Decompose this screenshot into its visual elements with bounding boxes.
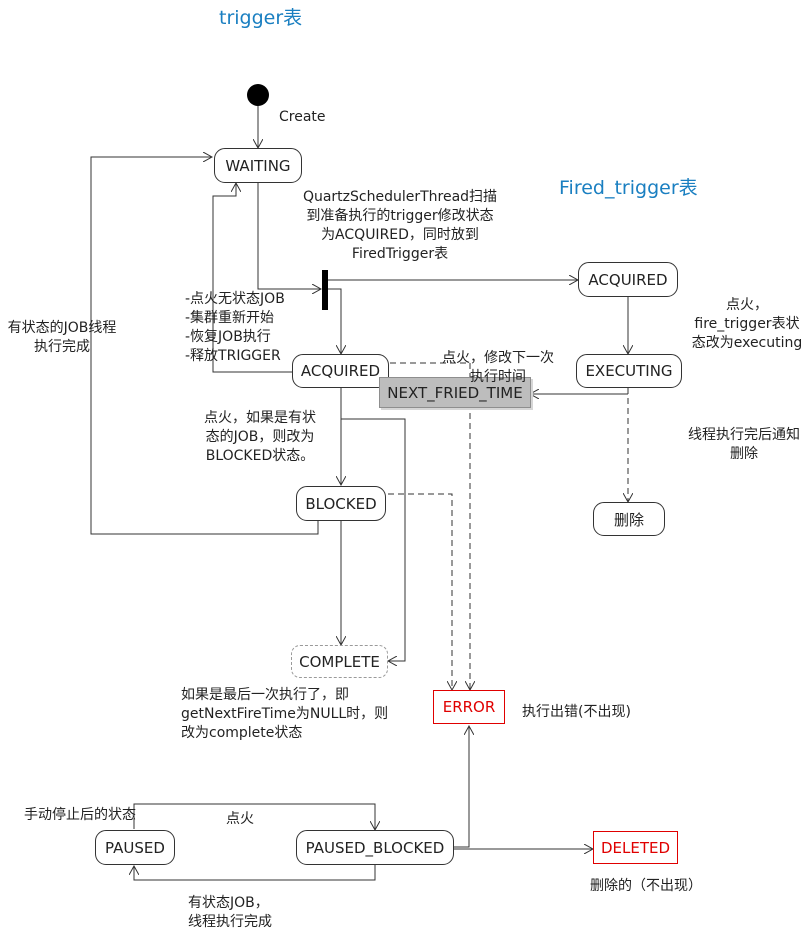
- paused-blocked-to-error-edge: [450, 726, 469, 848]
- initial-state-dot: [247, 84, 269, 106]
- state-fired-acquired: ACQUIRED: [578, 262, 678, 297]
- fire-blocked-note: 点火，如果是有状 态的JOB，则改为 BLOCKED状态。: [204, 410, 316, 464]
- fire-next-time-note: 点火，修改下一次 执行时间: [442, 350, 554, 385]
- blocked-to-waiting-edge: [90, 157, 319, 535]
- thread-done-delete-note: 线程执行完后通知 删除: [688, 427, 800, 462]
- state-acquired: ACQUIRED: [292, 354, 389, 388]
- waiting-to-fork-edge: [257, 182, 321, 289]
- state-error: ERROR: [433, 690, 505, 724]
- trigger-table-title: trigger表: [219, 7, 303, 29]
- fork-to-acquired-edge: [328, 288, 341, 354]
- last-execution-note: 如果是最后一次执行了，即 getNextFireTime为NULL时，则 改为c…: [181, 687, 389, 741]
- manual-pause-note: 手动停止后的状态: [24, 807, 136, 823]
- acquired-to-complete-edge: [341, 418, 406, 661]
- stateful-job-done-note: 有状态的JOB线程 执行完成: [7, 320, 117, 355]
- fire-label: 点火: [226, 811, 254, 827]
- state-deleted: DELETED: [593, 831, 678, 864]
- deleted-note: 删除的（不出现）: [590, 878, 702, 894]
- fire-executing-note: 点火， fire_trigger表状 态改为executing: [691, 297, 803, 351]
- state-delete: 删除: [593, 502, 665, 536]
- create-label: Create: [279, 109, 326, 125]
- state-executing: EXECUTING: [576, 354, 682, 388]
- state-complete: COMPLETE: [291, 645, 388, 678]
- paused-blocked-to-paused-edge: [134, 864, 376, 881]
- next-fried-time-box: NEXT_FRIED_TIME: [379, 377, 531, 408]
- state-paused: PAUSED: [95, 830, 175, 865]
- return-to-waiting-note: -点火无状态JOB -集群重新开始 -恢复JOB执行 -释放TRIGGER: [185, 291, 285, 364]
- acquired-to-error-dashed-edge: [390, 362, 470, 690]
- fork-bar: [322, 270, 328, 310]
- paused-to-paused-blocked-edge: [133, 803, 375, 830]
- fired-trigger-table-title: Fired_trigger表: [559, 177, 698, 199]
- stateful-job-paused-note: 有状态JOB， 线程执行完成: [188, 895, 272, 930]
- state-paused-blocked: PAUSED_BLOCKED: [296, 830, 454, 865]
- blocked-to-error-dashed-edge: [388, 493, 452, 690]
- acquired-to-waiting-edge: [212, 183, 292, 373]
- scheduler-thread-note: QuartzSchedulerThread扫描 到准备执行的trigger修改状…: [302, 189, 498, 262]
- state-blocked: BLOCKED: [296, 486, 386, 521]
- state-waiting: WAITING: [214, 148, 302, 183]
- execution-error-note: 执行出错(不出现): [522, 704, 631, 720]
